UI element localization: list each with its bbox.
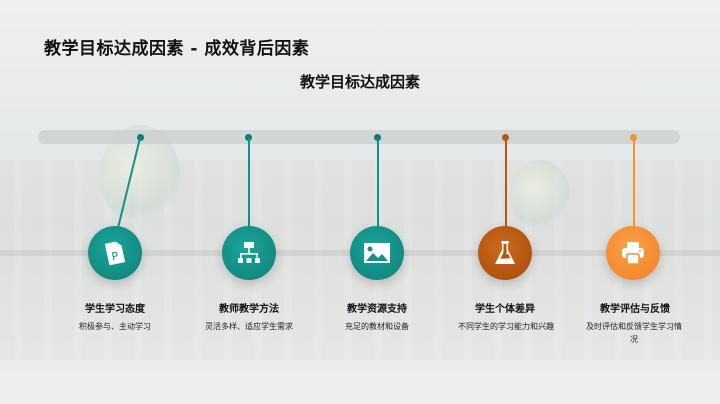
- page-title: 教学目标达成因素 - 成效背后因素: [44, 39, 310, 59]
- item-desc-3: 充足的教材和设备: [345, 322, 409, 331]
- timeline-dot-2: [245, 134, 252, 141]
- timeline-dot-1: [137, 134, 144, 141]
- timeline-stem-5: [633, 138, 635, 228]
- background-globe-right: [510, 160, 570, 230]
- printer-icon: [622, 242, 644, 265]
- timeline-node-1[interactable]: P: [88, 226, 142, 280]
- timeline-dot-3: [374, 134, 381, 141]
- document-p-icon: P: [104, 241, 126, 266]
- timeline-node-4[interactable]: [478, 226, 532, 280]
- svg-text:P: P: [110, 249, 120, 263]
- item-desc-5: 及时评估和反馈学生学习情况: [586, 322, 682, 344]
- item-desc-2: 灵活多样、适应学生需求: [205, 322, 293, 331]
- flask-icon: [495, 241, 515, 264]
- page-subtitle: 教学目标达成因素: [299, 73, 420, 91]
- item-desc-1: 积极参与、主动学习: [79, 322, 151, 331]
- timeline-node-3[interactable]: [350, 226, 404, 280]
- timeline-node-5[interactable]: [606, 226, 660, 280]
- timeline-stem-3: [377, 138, 379, 228]
- item-title-3: 教学资源支持: [347, 304, 407, 315]
- timeline-stem-2: [248, 138, 250, 228]
- hierarchy-icon: [238, 242, 260, 263]
- item-title-2: 教师教学方法: [219, 304, 279, 315]
- item-title-4: 学生个体差异: [475, 304, 535, 315]
- item-title-5: 教学评估与反馈: [600, 304, 670, 315]
- item-title-1: 学生学习态度: [85, 304, 145, 315]
- timeline-node-2[interactable]: [222, 226, 276, 280]
- item-desc-4: 不同学生的学习能力和兴趣: [458, 322, 554, 331]
- timeline-dot-4: [502, 134, 509, 141]
- timeline-stem-4: [505, 138, 507, 228]
- image-icon: [364, 243, 390, 263]
- timeline-track: [38, 130, 680, 144]
- timeline-dot-5: [630, 134, 637, 141]
